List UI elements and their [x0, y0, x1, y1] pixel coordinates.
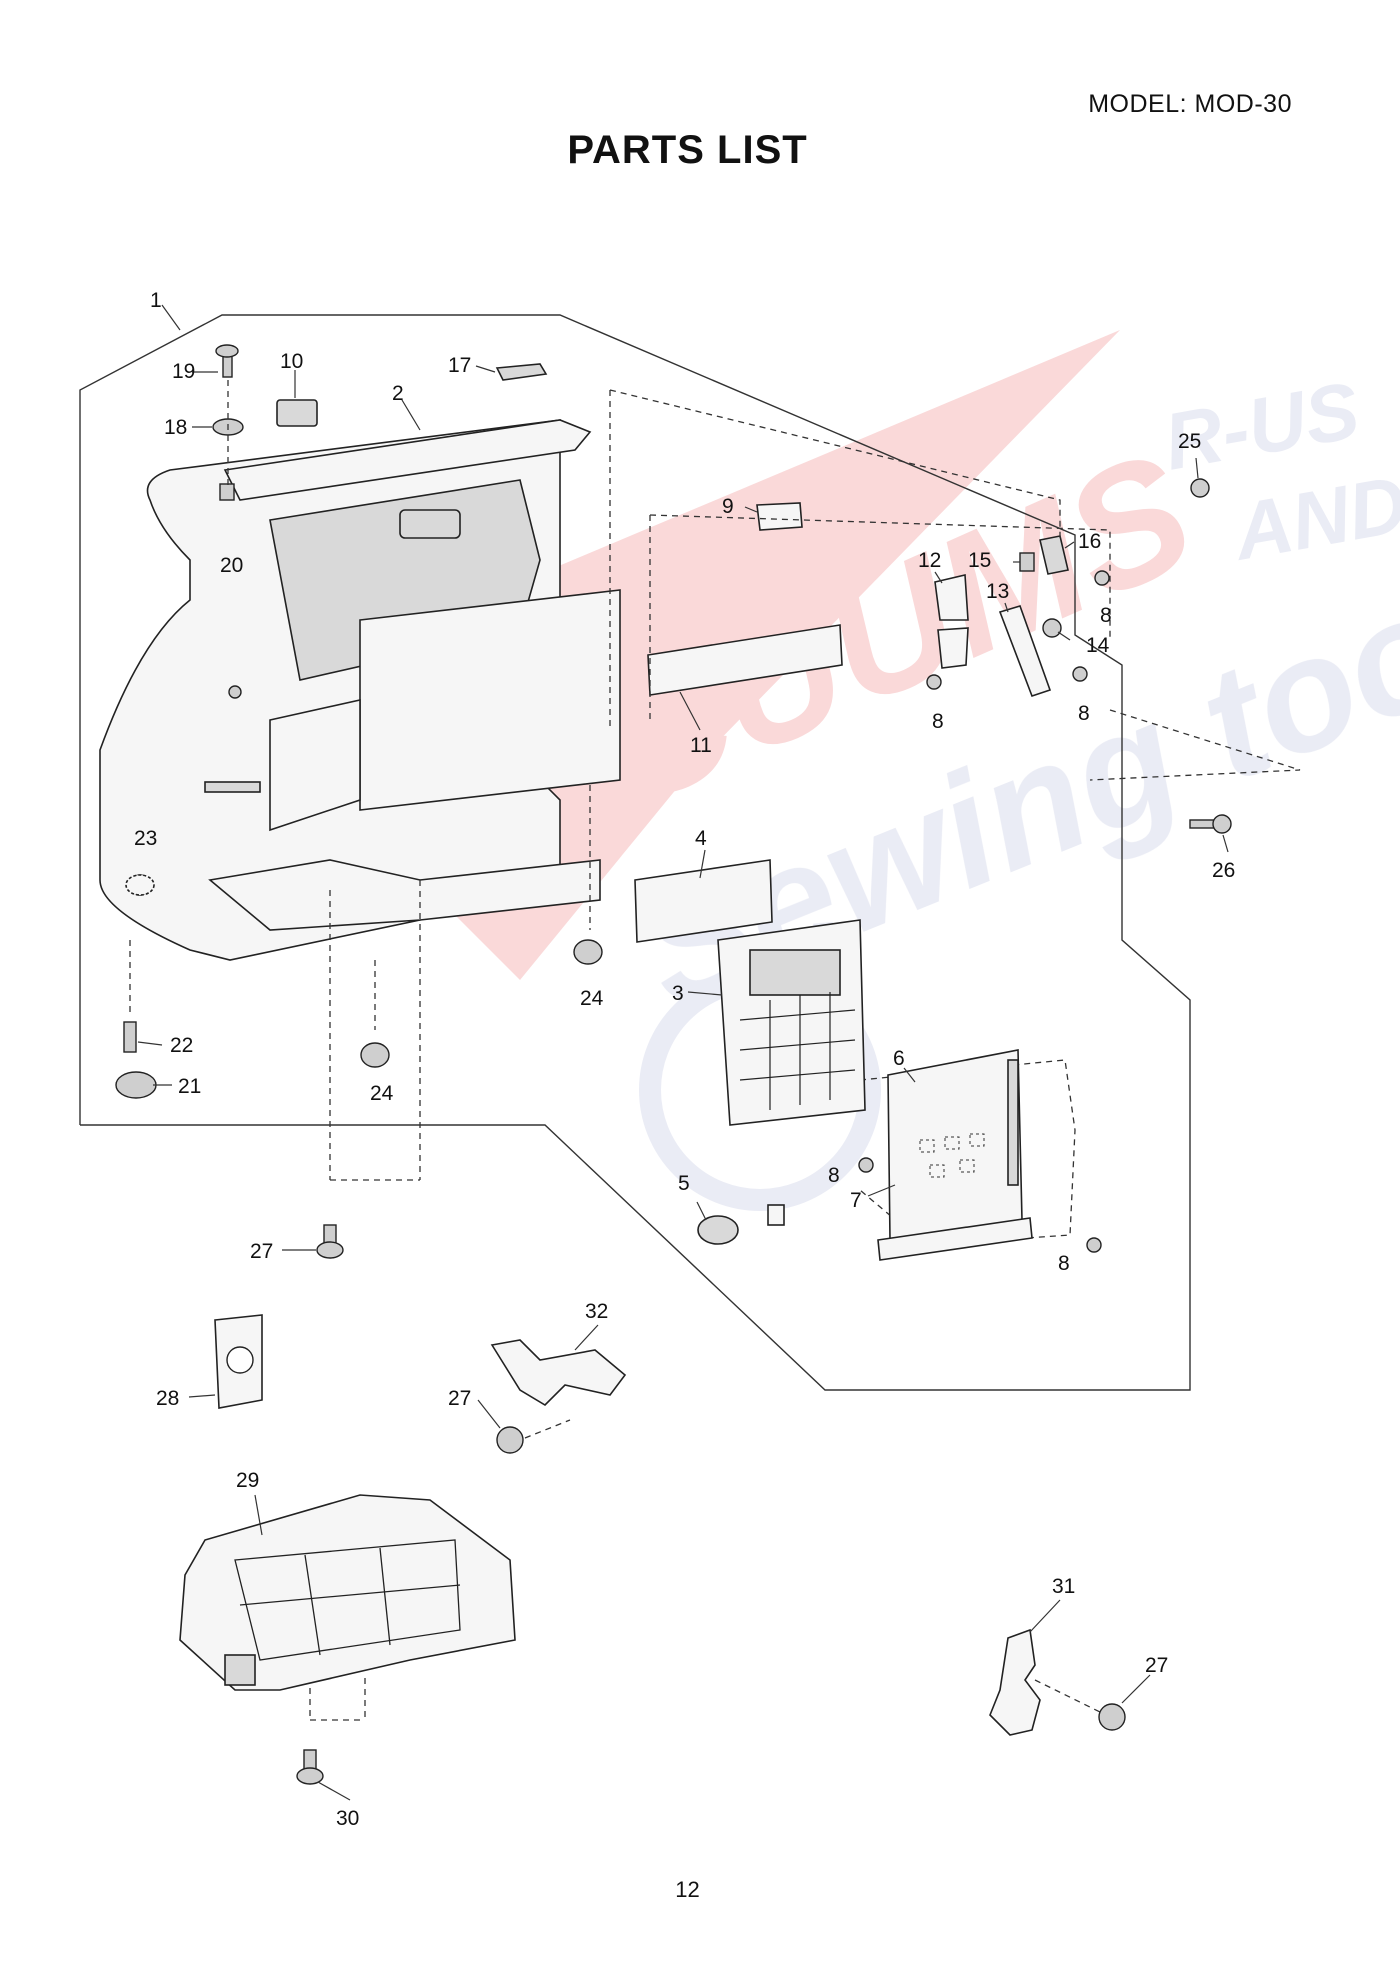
- callout-25: 25: [1178, 430, 1201, 453]
- callout-27-b: 27: [448, 1387, 471, 1410]
- frame-part-1: [99, 419, 621, 961]
- callout-20: 20: [220, 554, 243, 577]
- callout-13: 13: [986, 580, 1009, 603]
- callouts: 1 2 3 4 5 6 7 8 8 8 8 8 9 10 11 12 13 14…: [134, 289, 1235, 1830]
- callout-6: 6: [893, 1047, 905, 1070]
- cover-part-28: [214, 1314, 263, 1409]
- screw-part-8-e: [1086, 1237, 1102, 1253]
- callout-8-d: 8: [828, 1164, 840, 1187]
- part-12: [934, 574, 969, 621]
- callout-15: 15: [968, 549, 991, 572]
- callout-32: 32: [585, 1300, 608, 1323]
- callout-18: 18: [164, 416, 187, 439]
- callout-31: 31: [1052, 1575, 1075, 1598]
- screw-part-8-c: [1094, 570, 1110, 586]
- callout-7: 7: [850, 1189, 862, 1212]
- circuit-board-part-6: [877, 1049, 1033, 1261]
- watermark-word-and: AND: [1226, 459, 1400, 577]
- screw-head-part-27-a: [316, 1241, 344, 1259]
- part-10: [276, 399, 318, 427]
- callout-8-e: 8: [1058, 1252, 1070, 1275]
- top-plate-part-2: [223, 419, 592, 501]
- screw-head-part-19: [215, 344, 239, 358]
- callout-1: 1: [150, 289, 162, 312]
- guide-frame-upper: [609, 389, 1061, 540]
- callout-28: 28: [156, 1387, 179, 1410]
- callout-27-c: 27: [1145, 1654, 1168, 1677]
- screw-part-8-d: [858, 1157, 874, 1173]
- part-12-lower: [937, 627, 969, 669]
- lever-part-31: [989, 1628, 1041, 1736]
- callout-leaders: [137, 304, 1229, 1801]
- screw-part-8-b: [1072, 666, 1088, 682]
- screw-head-part-30: [296, 1767, 324, 1785]
- callout-26: 26: [1212, 859, 1235, 882]
- assembly-group-outline: [79, 314, 1191, 1391]
- bracket-part-32: [490, 1339, 627, 1407]
- callout-17: 17: [448, 354, 471, 377]
- plate-part-4: [634, 859, 773, 943]
- part-13: [998, 605, 1052, 698]
- bracket-part-3: [717, 919, 866, 1126]
- callout-21: 21: [178, 1075, 201, 1098]
- tray-part-29: [179, 1494, 516, 1691]
- screw-head-part-26: [1212, 814, 1232, 834]
- callout-3: 3: [672, 982, 684, 1005]
- callout-22: 22: [170, 1034, 193, 1057]
- callout-16: 16: [1078, 530, 1101, 553]
- page-title: PARTS LIST: [567, 128, 808, 172]
- part-16: [1039, 535, 1069, 575]
- callout-24-a: 24: [580, 987, 604, 1010]
- callout-9: 9: [722, 495, 734, 518]
- callout-8-c: 8: [1100, 604, 1112, 627]
- part-9: [756, 502, 803, 531]
- guide-27c: [1034, 1679, 1101, 1713]
- callout-12: 12: [918, 549, 941, 572]
- spacer-part-21: [115, 1071, 157, 1099]
- part-17: [495, 363, 548, 381]
- guide-sub-upper: [649, 514, 1111, 640]
- callout-2: 2: [392, 382, 404, 405]
- part-5: [697, 1215, 739, 1245]
- callout-24-b: 24: [370, 1082, 394, 1105]
- callout-5: 5: [678, 1172, 690, 1195]
- screw-part-27-c: [1098, 1703, 1126, 1731]
- watermark-word-rus: R-US: [1157, 365, 1365, 487]
- guide-27b: [524, 1419, 571, 1439]
- callout-30: 30: [336, 1807, 359, 1830]
- guide-26: [1089, 709, 1301, 781]
- callout-8-b: 8: [1078, 702, 1090, 725]
- spacer-part-24-upper: [573, 939, 603, 965]
- callout-10: 10: [280, 350, 303, 373]
- callout-14: 14: [1086, 634, 1110, 657]
- callout-8-a: 8: [932, 710, 944, 733]
- part-20: [219, 483, 235, 501]
- callout-23: 23: [134, 827, 157, 850]
- screw-part-22: [123, 1021, 137, 1053]
- screw-part-8-a: [926, 674, 942, 690]
- screw-part-27-b: [496, 1426, 524, 1454]
- spacer-part-24-lower: [360, 1042, 390, 1068]
- part-15: [1019, 552, 1035, 572]
- model-label: MODEL: MOD-30: [1088, 90, 1292, 118]
- ring-part-14: [1042, 618, 1062, 638]
- callout-29: 29: [236, 1469, 259, 1492]
- callout-4: 4: [695, 827, 707, 850]
- screw-part-25: [1190, 478, 1210, 498]
- callout-27-a: 27: [250, 1240, 273, 1263]
- callout-11: 11: [690, 734, 712, 757]
- callout-19: 19: [172, 360, 195, 383]
- plate-part-11: [647, 624, 843, 696]
- part-5-clip: [767, 1204, 785, 1226]
- part-23: [125, 874, 155, 896]
- page-number: 12: [675, 1877, 700, 1902]
